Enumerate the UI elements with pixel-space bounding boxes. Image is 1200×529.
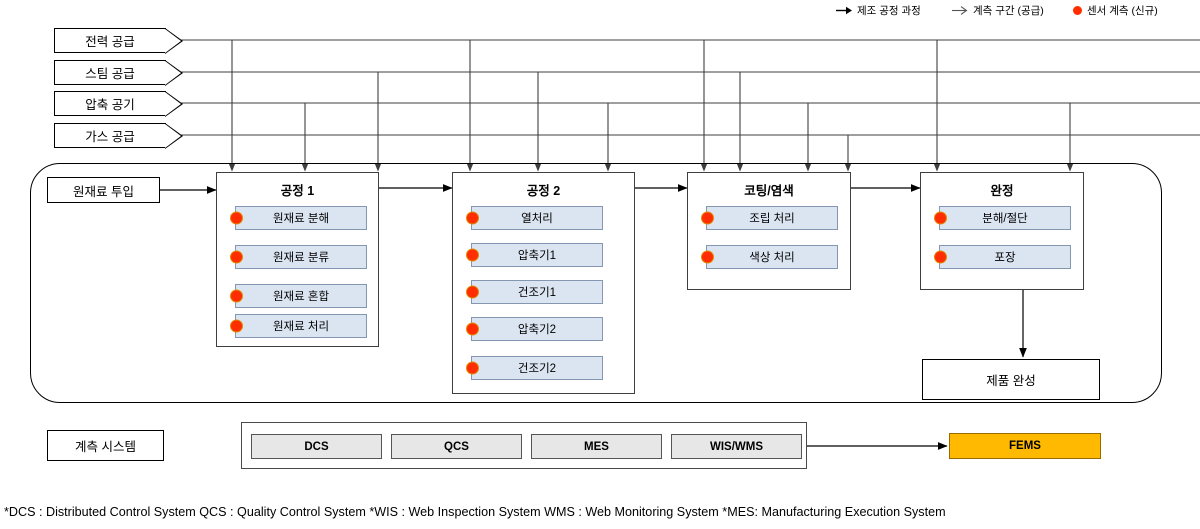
sensor-dot-icon [230, 211, 243, 225]
step-label: 원재료 혼합 [272, 291, 330, 303]
step-box[interactable]: 원재료 처리 [230, 314, 367, 338]
input-box-label: 원재료 투입 [73, 184, 134, 199]
step-label: 열처리 [521, 213, 553, 225]
solid-arrow-icon [836, 6, 852, 15]
process-title: 완정 [990, 184, 1014, 198]
step-box[interactable]: 원재료 분류 [230, 245, 367, 269]
step-label: 건조기2 [517, 363, 557, 375]
sensor-dot-icon [230, 289, 243, 303]
system-label: WIS/WMS [709, 440, 764, 453]
sensor-dot-icon [701, 250, 714, 264]
process-title: 코팅/염색 [744, 184, 794, 198]
sensor-dot-icon [230, 319, 243, 333]
step-label: 원재료 분류 [272, 252, 330, 264]
step-label: 원재료 분해 [272, 213, 330, 225]
step-label: 압축기1 [517, 250, 557, 262]
step-box[interactable]: 원재료 혼합 [230, 284, 367, 308]
input-box[interactable]: 원재료 투입 [47, 177, 160, 203]
process-title: 공정 1 [280, 184, 315, 198]
supply-box-steam[interactable]: 스팀 공급 [54, 60, 183, 86]
measurement-system-label-box[interactable]: 계측 시스템 [47, 430, 164, 461]
step-label: 색상 처리 [749, 252, 795, 264]
sensor-dot-icon [701, 211, 714, 225]
system-box-wis-wms[interactable]: WIS/WMS [671, 434, 802, 459]
arrow-tip-icon [165, 91, 183, 117]
sensor-dot-icon [466, 322, 479, 336]
step-label: 원재료 처리 [272, 321, 330, 333]
step-label: 압축기2 [517, 324, 557, 336]
step-label: 포장 [994, 252, 1016, 264]
footnote-text: *DCS : Distributed Control System QCS : … [4, 505, 946, 519]
process-title: 공정 2 [526, 184, 561, 198]
legend-label-sensor: 센서 계측 (신규) [1087, 5, 1158, 17]
step-box[interactable]: 건조기1 [466, 280, 603, 304]
plant-boundary [30, 163, 1162, 403]
legend-item-process: 제조 공정 과정 [836, 3, 921, 18]
step-label: 조립 처리 [749, 213, 795, 225]
step-label: 분해/절단 [982, 213, 1028, 225]
arrow-tip-icon [165, 123, 183, 149]
system-box-mes[interactable]: MES [531, 434, 662, 459]
supply-box-compressed-air[interactable]: 압축 공기 [54, 91, 183, 117]
red-dot-icon [1073, 6, 1082, 15]
step-box[interactable]: 건조기2 [466, 356, 603, 380]
fems-box[interactable]: FEMS [949, 433, 1101, 459]
legend-item-supply: 계측 구간 (공급) [952, 3, 1044, 18]
step-box[interactable]: 조립 처리 [701, 206, 838, 230]
sensor-dot-icon [934, 250, 947, 264]
sensor-dot-icon [466, 248, 479, 262]
supply-box-gas[interactable]: 가스 공급 [54, 123, 183, 149]
sensor-dot-icon [230, 250, 243, 264]
supply-box-electricity[interactable]: 전력 공급 [54, 28, 183, 54]
sensor-dot-icon [934, 211, 947, 225]
step-box[interactable]: 열처리 [466, 206, 603, 230]
supply-label: 전력 공급 [85, 35, 135, 49]
sensor-dot-icon [466, 285, 479, 299]
arrow-tip-icon [165, 28, 183, 54]
legend-item-sensor: 센서 계측 (신규) [1073, 3, 1158, 18]
system-box-dcs[interactable]: DCS [251, 434, 382, 459]
measurement-system-label: 계측 시스템 [75, 440, 136, 454]
system-box-qcs[interactable]: QCS [391, 434, 522, 459]
system-label: QCS [444, 440, 469, 453]
supply-label: 스팀 공급 [85, 67, 135, 81]
legend-label-supply: 계측 구간 (공급) [973, 5, 1044, 17]
legend-label-process: 제조 공정 과정 [857, 5, 921, 17]
sensor-dot-icon [466, 211, 479, 225]
sensor-dot-icon [466, 361, 479, 375]
arrow-tip-icon [165, 60, 183, 86]
process-group-2[interactable]: 공정 2 열처리 압축기1 건조기1 압축기2 건조기2 [452, 172, 635, 394]
process-group-1[interactable]: 공정 1 원재료 분해 원재료 분류 원재료 혼합 원재료 처리 [216, 172, 379, 347]
system-label: DCS [304, 440, 329, 453]
step-label: 건조기1 [517, 287, 557, 299]
process-group-finishing[interactable]: 완정 분해/절단 포장 [920, 172, 1084, 290]
process-group-coating[interactable]: 코팅/염색 조립 처리 색상 처리 [687, 172, 851, 290]
fems-label: FEMS [1009, 440, 1041, 452]
step-box[interactable]: 색상 처리 [701, 245, 838, 269]
supply-label: 압축 공기 [85, 98, 135, 112]
step-box[interactable]: 압축기1 [466, 243, 603, 267]
product-complete-box[interactable]: 제품 완성 [922, 359, 1100, 400]
system-label: MES [584, 440, 609, 453]
step-box[interactable]: 포장 [934, 245, 1071, 269]
step-box[interactable]: 압축기2 [466, 317, 603, 341]
step-box[interactable]: 분해/절단 [934, 206, 1071, 230]
measurement-system-group: DCS QCS MES WIS/WMS [241, 422, 807, 469]
step-box[interactable]: 원재료 분해 [230, 206, 367, 230]
product-complete-label: 제품 완성 [986, 374, 1036, 388]
supply-label: 가스 공급 [85, 130, 135, 144]
open-arrow-icon [952, 6, 968, 15]
